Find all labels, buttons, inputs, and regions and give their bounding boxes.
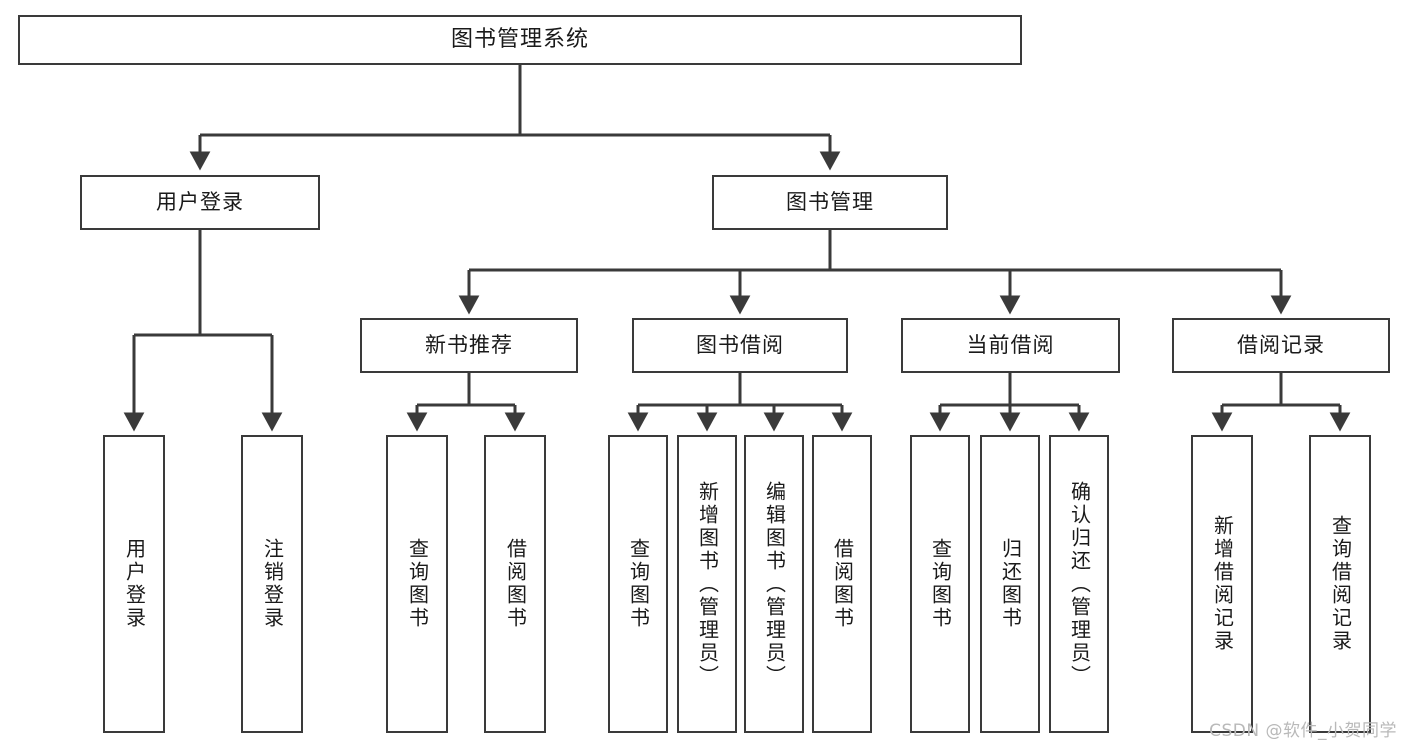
node-root-system[interactable]: 图书管理系统 — [18, 15, 1022, 65]
node-leaf-query-book-rec[interactable]: 查询图书 — [386, 435, 448, 733]
watermark-text: CSDN @软件_小贺同学 — [1209, 721, 1397, 741]
node-leaf-user-login[interactable]: 用户登录 — [103, 435, 165, 733]
node-label: 归还图书 — [998, 538, 1023, 630]
node-label: 借阅图书 — [503, 538, 528, 630]
node-borrow-record[interactable]: 借阅记录 — [1172, 318, 1390, 373]
node-leaf-query-record[interactable]: 查询借阅记录 — [1309, 435, 1371, 733]
node-leaf-borrow-book[interactable]: 借阅图书 — [812, 435, 872, 733]
node-user-login[interactable]: 用户登录 — [80, 175, 320, 230]
node-label: 编辑图书（管理员） — [762, 480, 787, 688]
node-leaf-edit-book[interactable]: 编辑图书（管理员） — [744, 435, 804, 733]
node-label: 用户登录 — [122, 538, 147, 630]
node-leaf-borrow-book-rec[interactable]: 借阅图书 — [484, 435, 546, 733]
node-book-manage[interactable]: 图书管理 — [712, 175, 948, 230]
node-label: 新增借阅记录 — [1210, 515, 1235, 653]
node-label: 查询图书 — [405, 538, 430, 630]
node-leaf-return-book[interactable]: 归还图书 — [980, 435, 1040, 733]
node-label: 查询图书 — [928, 538, 953, 630]
node-new-book-recommend[interactable]: 新书推荐 — [360, 318, 578, 373]
node-label: 注销登录 — [260, 538, 285, 630]
node-leaf-query-book-cur[interactable]: 查询图书 — [910, 435, 970, 733]
node-book-borrow[interactable]: 图书借阅 — [632, 318, 848, 373]
node-label: 查询借阅记录 — [1328, 515, 1353, 653]
node-label: 新增图书（管理员） — [695, 480, 720, 688]
node-leaf-query-book-borrow[interactable]: 查询图书 — [608, 435, 668, 733]
node-leaf-add-record[interactable]: 新增借阅记录 — [1191, 435, 1253, 733]
node-label: 借阅图书 — [830, 538, 855, 630]
node-label: 确认归还（管理员） — [1067, 480, 1092, 688]
node-leaf-add-book[interactable]: 新增图书（管理员） — [677, 435, 737, 733]
node-leaf-logout[interactable]: 注销登录 — [241, 435, 303, 733]
node-label: 查询图书 — [626, 538, 651, 630]
node-current-borrow[interactable]: 当前借阅 — [901, 318, 1120, 373]
node-leaf-confirm-return[interactable]: 确认归还（管理员） — [1049, 435, 1109, 733]
